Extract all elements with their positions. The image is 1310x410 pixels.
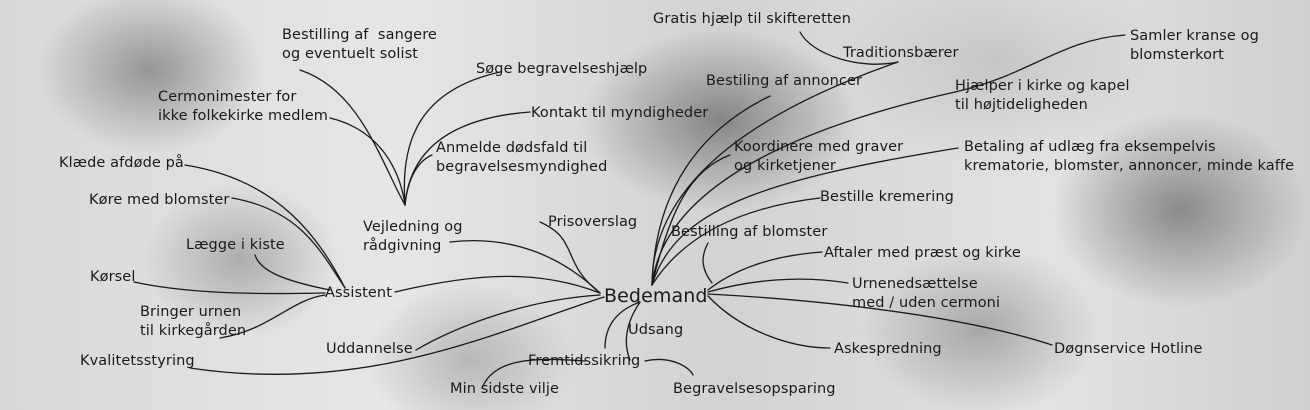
link-udsang (604, 301, 641, 349)
link-begravelsesopsparing (644, 358, 694, 376)
link-gratis-hjaelp (799, 31, 899, 65)
link-traditionsbaerer (651, 61, 899, 286)
link-hjaelper-kirke (651, 91, 956, 286)
node-bringer-urnen[interactable]: Bringer urnen til kirkegården (140, 304, 247, 339)
node-prisoverslag[interactable]: Prisoverslag (548, 214, 638, 230)
node-vejledning[interactable]: Vejledning og rådgivning (363, 219, 463, 254)
link-soege-hjaelp (403, 71, 501, 206)
link-samler-kranse (954, 34, 1126, 93)
node-soege-hjaelp[interactable]: Søge begravelseshjælp (476, 61, 648, 77)
link-vejledning (449, 239, 601, 294)
node-betaling-udlaeg[interactable]: Betaling af udlæg fra eksempelvis kremat… (964, 139, 1295, 174)
node-urnenedsaettelse[interactable]: Urnenedsættelse med / uden cermoni (852, 276, 1001, 311)
link-betaling (651, 147, 959, 286)
link-laegge (254, 254, 331, 291)
node-koere-blomster[interactable]: Køre med blomster (89, 192, 230, 208)
link-koersel (133, 281, 326, 295)
link-min-sidste-vilje (481, 358, 586, 389)
link-bestilling-blomster (702, 242, 713, 284)
node-bestille-kremering[interactable]: Bestille kremering (820, 189, 954, 205)
link-fremtidssikring (625, 301, 641, 361)
node-fremtidssikring[interactable]: Fremtidssikring (528, 353, 641, 369)
link-assistent (394, 275, 601, 294)
node-samler-kranse[interactable]: Samler kranse og blomsterkort (1130, 28, 1259, 63)
node-koersel[interactable]: Kørsel (90, 269, 136, 285)
link-koere (231, 197, 346, 289)
link-urne (707, 278, 849, 293)
node-bestilling-sangere[interactable]: Bestilling af sangere og eventuelt solis… (282, 27, 437, 62)
node-doegnservice[interactable]: Døgnservice Hotline (1054, 341, 1203, 357)
node-kvalitetsstyring[interactable]: Kvalitetsstyring (80, 353, 195, 369)
node-uddannelse[interactable]: Uddannelse (326, 341, 413, 357)
link-klaede (184, 164, 346, 289)
link-anmelde (404, 154, 433, 206)
node-askespredning[interactable]: Askespredning (834, 341, 942, 357)
link-aftaler (707, 251, 823, 291)
link-doegnservice (707, 293, 1053, 346)
link-kvalitetsstyring (189, 296, 605, 375)
link-cermonimester (329, 117, 406, 206)
node-udsang[interactable]: Udsang (628, 322, 684, 338)
node-bestilling-annoncer[interactable]: Bestiling af annoncer (706, 73, 863, 89)
node-klaede-afdoede[interactable]: Klæde afdøde på (59, 155, 184, 171)
central-node-bedemand[interactable]: Bedemand (604, 285, 708, 307)
link-bringer (219, 294, 326, 339)
node-anmelde-doedsfald[interactable]: Anmelde dødsfald til begravelsesmyndighe… (436, 140, 608, 175)
node-hjaelper-kirke[interactable]: Hjælper i kirke og kapel til højtideligh… (955, 78, 1130, 113)
node-traditionsbaerer[interactable]: Traditionsbærer (843, 45, 959, 61)
node-laegge-kiste[interactable]: Lægge i kiste (186, 237, 285, 253)
link-bestille-kremering (651, 197, 821, 286)
link-bestilling-sangere (299, 69, 406, 206)
node-aftaler-praest[interactable]: Aftaler med præst og kirke (824, 245, 1021, 261)
link-bestilling-annoncer (651, 95, 771, 286)
link-askespredning (707, 295, 831, 349)
node-kontakt-myndigheder[interactable]: Kontakt til myndigheder (531, 105, 709, 121)
node-cermonimester[interactable]: Cermonimester for ikke folkekirke medlem (158, 89, 328, 124)
node-begravelsesopsparing[interactable]: Begravelsesopsparing (673, 381, 836, 397)
node-bestilling-blomster[interactable]: Bestilling af blomster (671, 224, 828, 240)
node-assistent[interactable]: Assistent (325, 285, 392, 301)
node-min-sidste-vilje[interactable]: Min sidste vilje (450, 381, 560, 397)
link-koordinere (651, 154, 731, 286)
link-uddannelse (415, 294, 601, 351)
node-gratis-hjaelp[interactable]: Gratis hjælp til skifteretten (653, 11, 851, 27)
node-koordinere[interactable]: Koordinere med graver og kirketjener (734, 139, 904, 174)
